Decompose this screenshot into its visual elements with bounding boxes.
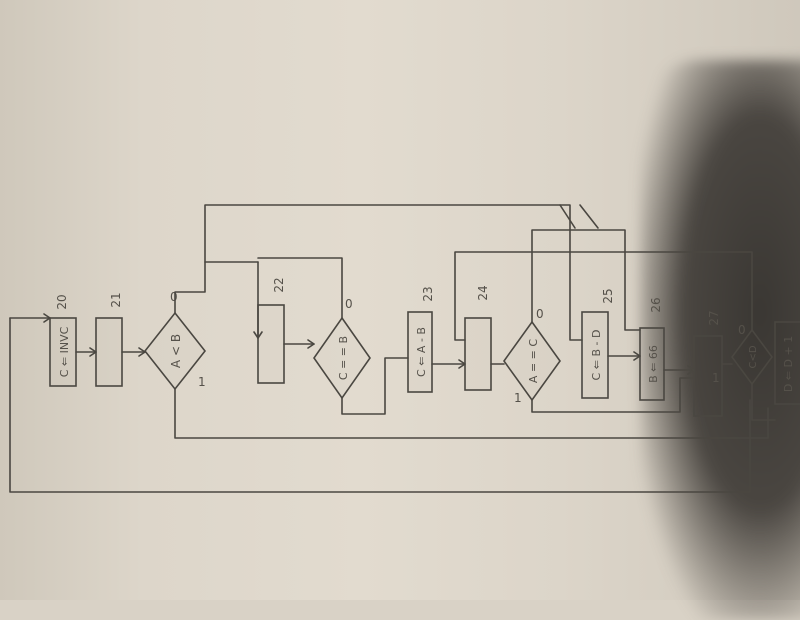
decision-a-lt-b-yes: 1 — [198, 375, 206, 389]
decision-c-eq-b-label: C = = B — [337, 336, 350, 380]
decision-a-eq-c-no: 0 — [536, 307, 544, 321]
decision-a-lt-b-no: 0 — [170, 290, 178, 304]
block-27-number: 27 — [707, 310, 721, 325]
decision-c-lt-d-no: 0 — [738, 323, 746, 337]
block-c-b-minus-d — [581, 311, 609, 399]
block-21-number: 21 — [109, 292, 123, 307]
block-b-66-number: 26 — [649, 297, 663, 312]
block-c-inv-label: C ⇐ INVC — [58, 326, 71, 377]
block-22-number: 22 — [272, 277, 286, 292]
decision-c-lt-d-yes: 1 — [712, 371, 720, 385]
block-24-number: 24 — [476, 285, 490, 300]
decision-a-lt-b-label: A < B — [169, 334, 183, 368]
block-c-a-minus-b-label: C ⇐ A - B — [415, 327, 428, 377]
block-d-inc-label: D ⇐ D + 1 — [782, 336, 795, 392]
block-c-b-minus-d-label: C ⇐ B - D — [590, 330, 603, 381]
block-c-a-minus-b-number: 23 — [421, 286, 435, 301]
decision-c-eq-b-no: 0 — [345, 297, 353, 311]
flow-connectors — [9, 204, 776, 493]
hand-shadow — [640, 60, 800, 620]
flowchart: C ⇐ INVC 20 21 A < B 1 0 22 C = = B 0 C … — [9, 204, 800, 493]
block-27 — [693, 335, 723, 417]
block-b-66 — [639, 327, 665, 401]
block-c-a-minus-b — [407, 311, 433, 393]
decision-a-eq-c-label: A = = C — [527, 339, 540, 383]
decision-c-lt-d-label: C<D — [748, 345, 759, 368]
block-b-66-label: B ⇐ 66 — [647, 345, 660, 383]
block-24 — [464, 317, 492, 391]
block-c-b-minus-d-number: 25 — [601, 288, 615, 303]
block-22 — [257, 304, 285, 384]
block-c-inv-number: 20 — [55, 294, 69, 309]
block-d-inc — [774, 321, 800, 405]
decision-a-eq-c-yes: 1 — [514, 391, 522, 405]
block-21 — [95, 317, 123, 387]
